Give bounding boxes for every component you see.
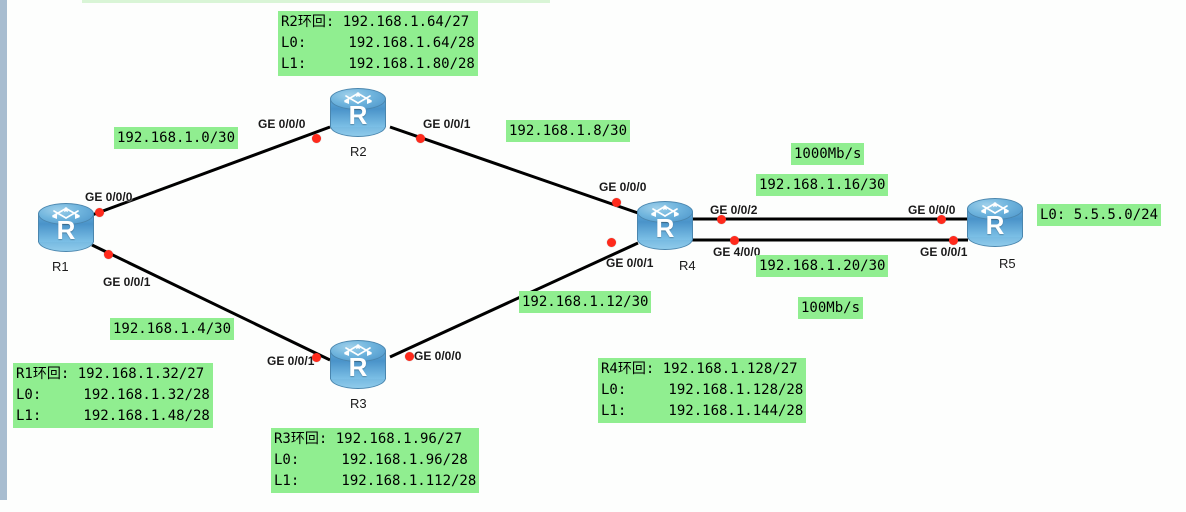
connection-dot-r2-ge001 xyxy=(416,134,425,143)
connection-dot-r4-ge000 xyxy=(612,198,621,207)
router-label-r3: R3 xyxy=(350,396,367,411)
connection-dot-r5-ge001 xyxy=(949,236,958,245)
connection-dot-r4-ge001 xyxy=(607,238,616,247)
loopback-block-r2: R2环回: 192.168.1.64/27 L0: 192.168.1.64/2… xyxy=(278,11,478,76)
router-label-r2: R2 xyxy=(350,144,367,159)
bandwidth-label-upper: 1000Mb/s xyxy=(791,143,865,165)
connection-dot-r5-ge000 xyxy=(937,215,946,224)
router-top xyxy=(967,198,1023,220)
router-arrows-icon xyxy=(981,202,1009,214)
loopback-label-r5: L0: 5.5.5.0/24 xyxy=(1037,204,1162,226)
router-letter: R xyxy=(348,352,368,382)
router-letter: R xyxy=(655,213,675,243)
router-arrows-icon xyxy=(344,344,372,356)
router-arrows-icon xyxy=(651,205,679,217)
interface-label-r3-ge001: GE 0/0/1 xyxy=(267,354,315,368)
interface-label-r4-ge001: GE 0/0/1 xyxy=(606,256,654,270)
router-top xyxy=(330,88,386,110)
subnet-label-r1-r3: 192.168.1.4/30 xyxy=(110,318,235,340)
router-letter: R xyxy=(985,210,1005,240)
connection-dot-r4-ge400 xyxy=(730,236,739,245)
interface-label-r4-ge002: GE 0/0/2 xyxy=(710,203,758,217)
router-label-r1: R1 xyxy=(52,259,69,274)
interface-label-r1-ge000: GE 0/0/0 xyxy=(85,190,133,204)
connection-dot-r3-ge001 xyxy=(312,353,321,362)
router-top xyxy=(330,340,386,362)
connection-dot-r1-ge000 xyxy=(95,208,104,217)
router-top xyxy=(637,201,693,223)
subnet-label-r4-r5-upper: 192.168.1.16/30 xyxy=(756,174,889,196)
router-letter: R xyxy=(56,215,76,245)
subnet-label-r1-r2: 192.168.1.0/30 xyxy=(114,127,239,149)
interface-label-r5-ge001: GE 0/0/1 xyxy=(920,245,968,259)
router-r5[interactable]: R xyxy=(967,198,1023,248)
interface-label-r2-ge001: GE 0/0/1 xyxy=(423,117,471,131)
router-arrows-icon xyxy=(52,207,80,219)
subnet-label-r2-r4: 192.168.1.8/30 xyxy=(506,120,631,142)
subnet-label-r3-r4: 192.168.1.12/30 xyxy=(519,291,652,313)
router-label-r5: R5 xyxy=(999,256,1016,271)
interface-label-r1-ge001: GE 0/0/1 xyxy=(103,275,151,289)
connection-dot-r4-ge002 xyxy=(717,215,726,224)
interface-label-r2-ge000: GE 0/0/0 xyxy=(258,117,306,131)
bandwidth-label-lower: 100Mb/s xyxy=(798,297,864,319)
router-r3[interactable]: R xyxy=(330,340,386,390)
interface-label-r3-ge000: GE 0/0/0 xyxy=(414,349,462,363)
router-arrows-icon xyxy=(344,92,372,104)
connection-dot-r2-ge000 xyxy=(312,134,321,143)
interface-label-r4-ge400: GE 4/0/0 xyxy=(713,245,761,259)
router-top xyxy=(38,203,94,225)
interface-label-r5-ge000: GE 0/0/0 xyxy=(908,203,956,217)
loopback-block-r1: R1环回: 192.168.1.32/27 L0: 192.168.1.32/2… xyxy=(13,363,213,428)
loopback-block-r4: R4环回: 192.168.1.128/27 L0: 192.168.1.128… xyxy=(598,358,807,423)
subnet-label-r4-r5-lower: 192.168.1.20/30 xyxy=(756,255,889,277)
router-label-r4: R4 xyxy=(679,258,696,273)
router-r1[interactable]: R xyxy=(38,203,94,253)
loopback-block-r3: R3环回: 192.168.1.96/27 L0: 192.168.1.96/2… xyxy=(271,428,480,493)
left-scroll-bar[interactable] xyxy=(0,0,7,500)
connection-dot-r3-ge000 xyxy=(405,352,414,361)
connection-dot-r1-ge001 xyxy=(104,250,113,259)
interface-label-r4-ge000: GE 0/0/0 xyxy=(599,180,647,194)
router-letter: R xyxy=(348,100,368,130)
top-clipped-label-strip xyxy=(82,0,550,3)
router-r2[interactable]: R xyxy=(330,88,386,138)
router-r4[interactable]: R xyxy=(637,201,693,251)
